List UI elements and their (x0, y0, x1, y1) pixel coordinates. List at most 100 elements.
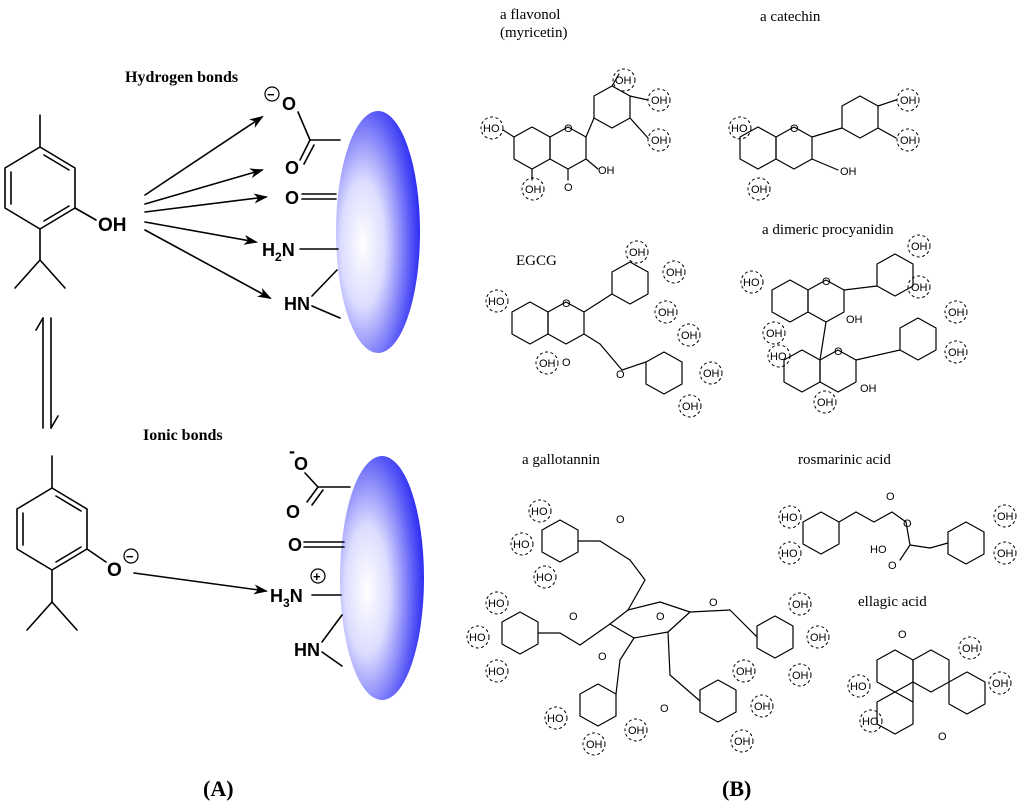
panel-a-caption: (A) (203, 776, 234, 801)
thymol-molecule: OH (4, 114, 127, 289)
catechin-ho-7: HO (731, 123, 748, 135)
amine-h: H (262, 240, 275, 260)
hydrogen-bonds-title: Hydrogen bonds (125, 69, 238, 86)
gallotannin-ho-1a: HO (531, 506, 548, 518)
myricetin-ho-7: HO (483, 123, 500, 135)
catechin-oh-3p: OH (900, 95, 917, 107)
panel-b: a flavonol (myricetin) O O OH HO OH OH O… (466, 7, 1017, 801)
ammonium-h: H (270, 586, 283, 606)
myricetin-oh-3p: OH (615, 75, 632, 87)
rosmarinic-oh-4: OH (997, 548, 1014, 560)
catechin-o-ring: O (790, 123, 799, 135)
ammonium-label: H3N (270, 586, 303, 610)
panel-a: OH Hydrogen bonds O − O O (4, 69, 424, 801)
ion-o-top-label: O (294, 454, 308, 474)
rosmarinic-ho-2: HO (781, 548, 798, 560)
gallotannin-o-3: O (709, 597, 718, 609)
myricetin-o-ring: O (564, 123, 573, 135)
ion-o-carbonyl1-label: O (286, 502, 300, 522)
gallotannin-oh-5a: OH (736, 666, 753, 678)
compound-rosmarinic: rosmarinic acid O O HO O HO HO OH OH (778, 452, 1017, 572)
amine-h-label: H2N (262, 240, 295, 264)
carboxylate-o-label: O (282, 94, 296, 114)
gallotannin-ho-1c: HO (536, 572, 553, 584)
procyanidin-o-ring2: O (834, 346, 843, 358)
gallotannin-oh-5b: OH (754, 701, 771, 713)
protein-ellipse-bottom (340, 456, 424, 700)
gallotannin-oh-3c: OH (792, 670, 809, 682)
ionic-bond-arrow (133, 572, 268, 595)
rosmarinic-o-acid: O (888, 560, 897, 572)
thymolate-o-label: O (107, 560, 122, 581)
rosmarinic-o-carbonyl: O (886, 491, 895, 503)
ellagic-o-bottom: O (938, 731, 947, 743)
gallotannin-ho-4a: HO (547, 713, 564, 725)
gallotannin-ho-1b: HO (513, 539, 530, 551)
ellagic-name: ellagic acid (858, 594, 927, 610)
hydrogen-bond-arrows (144, 115, 272, 299)
egcg-oh-5: OH (539, 358, 556, 370)
gallotannin-oh-3a: OH (792, 599, 809, 611)
myricetin-oh-5p: OH (651, 135, 668, 147)
egcg-o-ring: O (562, 298, 571, 310)
ionic-bonds-title: Ionic bonds (143, 427, 223, 444)
thymolate-charge: − (126, 549, 134, 564)
gallotannin-o-5: O (660, 703, 669, 715)
egcg-oh-g4: OH (703, 368, 720, 380)
procyanidin-oh-5: OH (766, 328, 783, 340)
compound-procyanidin: a dimeric procyanidin O OH O OH HO OH OH… (740, 222, 968, 414)
gallotannin-ho-2b: HO (469, 632, 486, 644)
ammonium-n: N (290, 586, 303, 606)
procyanidin-oh-3p: OH (911, 241, 928, 253)
procyanidin-ho-7b: HO (770, 351, 787, 363)
procyanidin-oh-4pb: OH (948, 347, 965, 359)
gallotannin-oh-5c: OH (734, 736, 751, 748)
amine-sub: 2 (275, 250, 282, 264)
catechin-oh-4p: OH (900, 135, 917, 147)
gallotannin-o-2: O (569, 611, 578, 623)
ellagic-ho-2: HO (862, 716, 879, 728)
protein-top: O − O O H2N HN (262, 86, 420, 353)
ion-minus: - (289, 441, 295, 461)
egcg-oh-3p: OH (629, 247, 646, 259)
gallotannin-ho-2c: HO (488, 666, 505, 678)
gallotannin-o-1: O (616, 514, 625, 526)
rosmarinic-ho-acid: HO (870, 544, 887, 556)
myricetin-oh-3: OH (598, 165, 615, 177)
egcg-o-ester: O (616, 369, 625, 381)
compound-flavonol: a flavonol (myricetin) O O OH HO OH OH O… (480, 7, 671, 201)
egcg-oh-g5: OH (682, 401, 699, 413)
thymol-oh-label: OH (98, 215, 127, 236)
procyanidin-oh-4p: OH (911, 282, 928, 294)
myricetin-oh-5: OH (525, 184, 542, 196)
ellagic-oh-3: OH (962, 643, 979, 655)
gallotannin-ho-2a: HO (488, 598, 505, 610)
rosmarinic-ho-1: HO (781, 512, 798, 524)
procyanidin-name: a dimeric procyanidin (762, 222, 894, 238)
gallotannin-o-4: O (598, 651, 607, 663)
gallotannin-oh-4c: OH (628, 725, 645, 737)
catechin-oh-3: OH (840, 166, 857, 178)
ellagic-ho-1: HO (850, 681, 867, 693)
egcg-o-carbonyl: O (562, 357, 571, 369)
rosmarinic-o-ester: O (903, 518, 912, 530)
flavonol-name-line1: a flavonol (500, 7, 560, 23)
procyanidin-oh-c3b: OH (860, 383, 877, 395)
carbonyl-o1-label: O (285, 158, 299, 178)
procyanidin-oh-c3: OH (846, 314, 863, 326)
amine-n: N (282, 240, 295, 260)
ion-o-carbonyl2-label: O (288, 535, 302, 555)
compound-egcg: EGCG O O O HO OH OH OH OH OH OH (485, 240, 723, 418)
thymolate-molecule: O − (16, 455, 139, 631)
protein-ellipse-top (336, 111, 420, 353)
panel-b-caption: (B) (722, 776, 751, 801)
gallotannin-name: a gallotannin (522, 452, 600, 468)
rosmarinic-oh-3: OH (997, 511, 1014, 523)
procyanidin-oh-5b: OH (817, 397, 834, 409)
carboxylate-charge: − (267, 87, 275, 102)
ammonium-charge: + (313, 569, 321, 584)
carbonyl-o2-label: O (285, 188, 299, 208)
catechin-name: a catechin (760, 9, 821, 25)
compound-catechin: a catechin O OH HO OH OH OH (728, 9, 920, 201)
egcg-oh-4p: OH (666, 267, 683, 279)
